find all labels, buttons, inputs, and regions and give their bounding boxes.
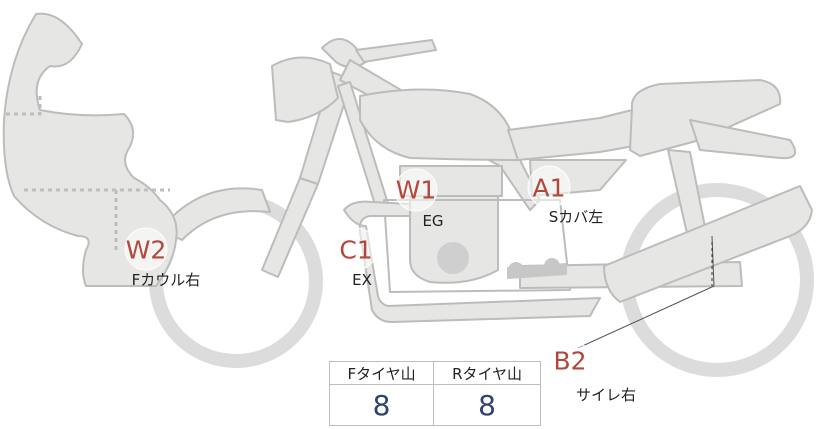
marker-w1-code: W1 — [395, 175, 437, 205]
headlight — [271, 56, 339, 123]
marker-b2-code: B2 — [553, 346, 587, 376]
marker-w2-circle — [124, 227, 168, 271]
fuel-tank — [359, 88, 519, 161]
engine-case — [383, 199, 571, 293]
tail-cowl — [689, 119, 797, 160]
handlebar-right — [355, 39, 437, 63]
marker-w1-circle — [394, 168, 438, 212]
marker-c1-label: EX — [352, 271, 372, 289]
marker-a1-label: Sカバ左 — [548, 208, 604, 226]
tire-tread-table: Fタイヤ山 Rタイヤ山 8 8 — [328, 361, 541, 426]
engine-cover — [437, 242, 469, 274]
engine — [409, 195, 499, 284]
marker-c1-circle — [334, 227, 378, 271]
marker-b2-circle — [548, 339, 592, 383]
front-fender — [159, 187, 271, 241]
b2-leader-line — [577, 235, 715, 349]
front-tire-header: Fタイヤ山 — [328, 361, 435, 385]
marker-w1-label: EG — [422, 212, 444, 230]
marker-a1-code: A1 — [532, 173, 566, 203]
marker-w2-label: Fカウル右 — [131, 271, 201, 289]
silencer — [603, 185, 813, 303]
rear-tire-value: 8 — [433, 384, 541, 426]
marker-b2-label: サイレ右 — [575, 386, 637, 404]
seat — [507, 109, 635, 161]
rear-tire-header: Rタイヤ山 — [433, 361, 541, 385]
exhaust-pipe — [343, 200, 601, 323]
cowl-dotted-upper — [6, 94, 42, 116]
front-tire-value: 8 — [328, 384, 435, 426]
marker-w2-code: W2 — [125, 235, 167, 265]
marker-a1-circle — [527, 165, 571, 209]
rear-seat — [629, 79, 782, 157]
front-cowl — [2, 12, 178, 287]
marker-c1-code: C1 — [339, 235, 373, 265]
